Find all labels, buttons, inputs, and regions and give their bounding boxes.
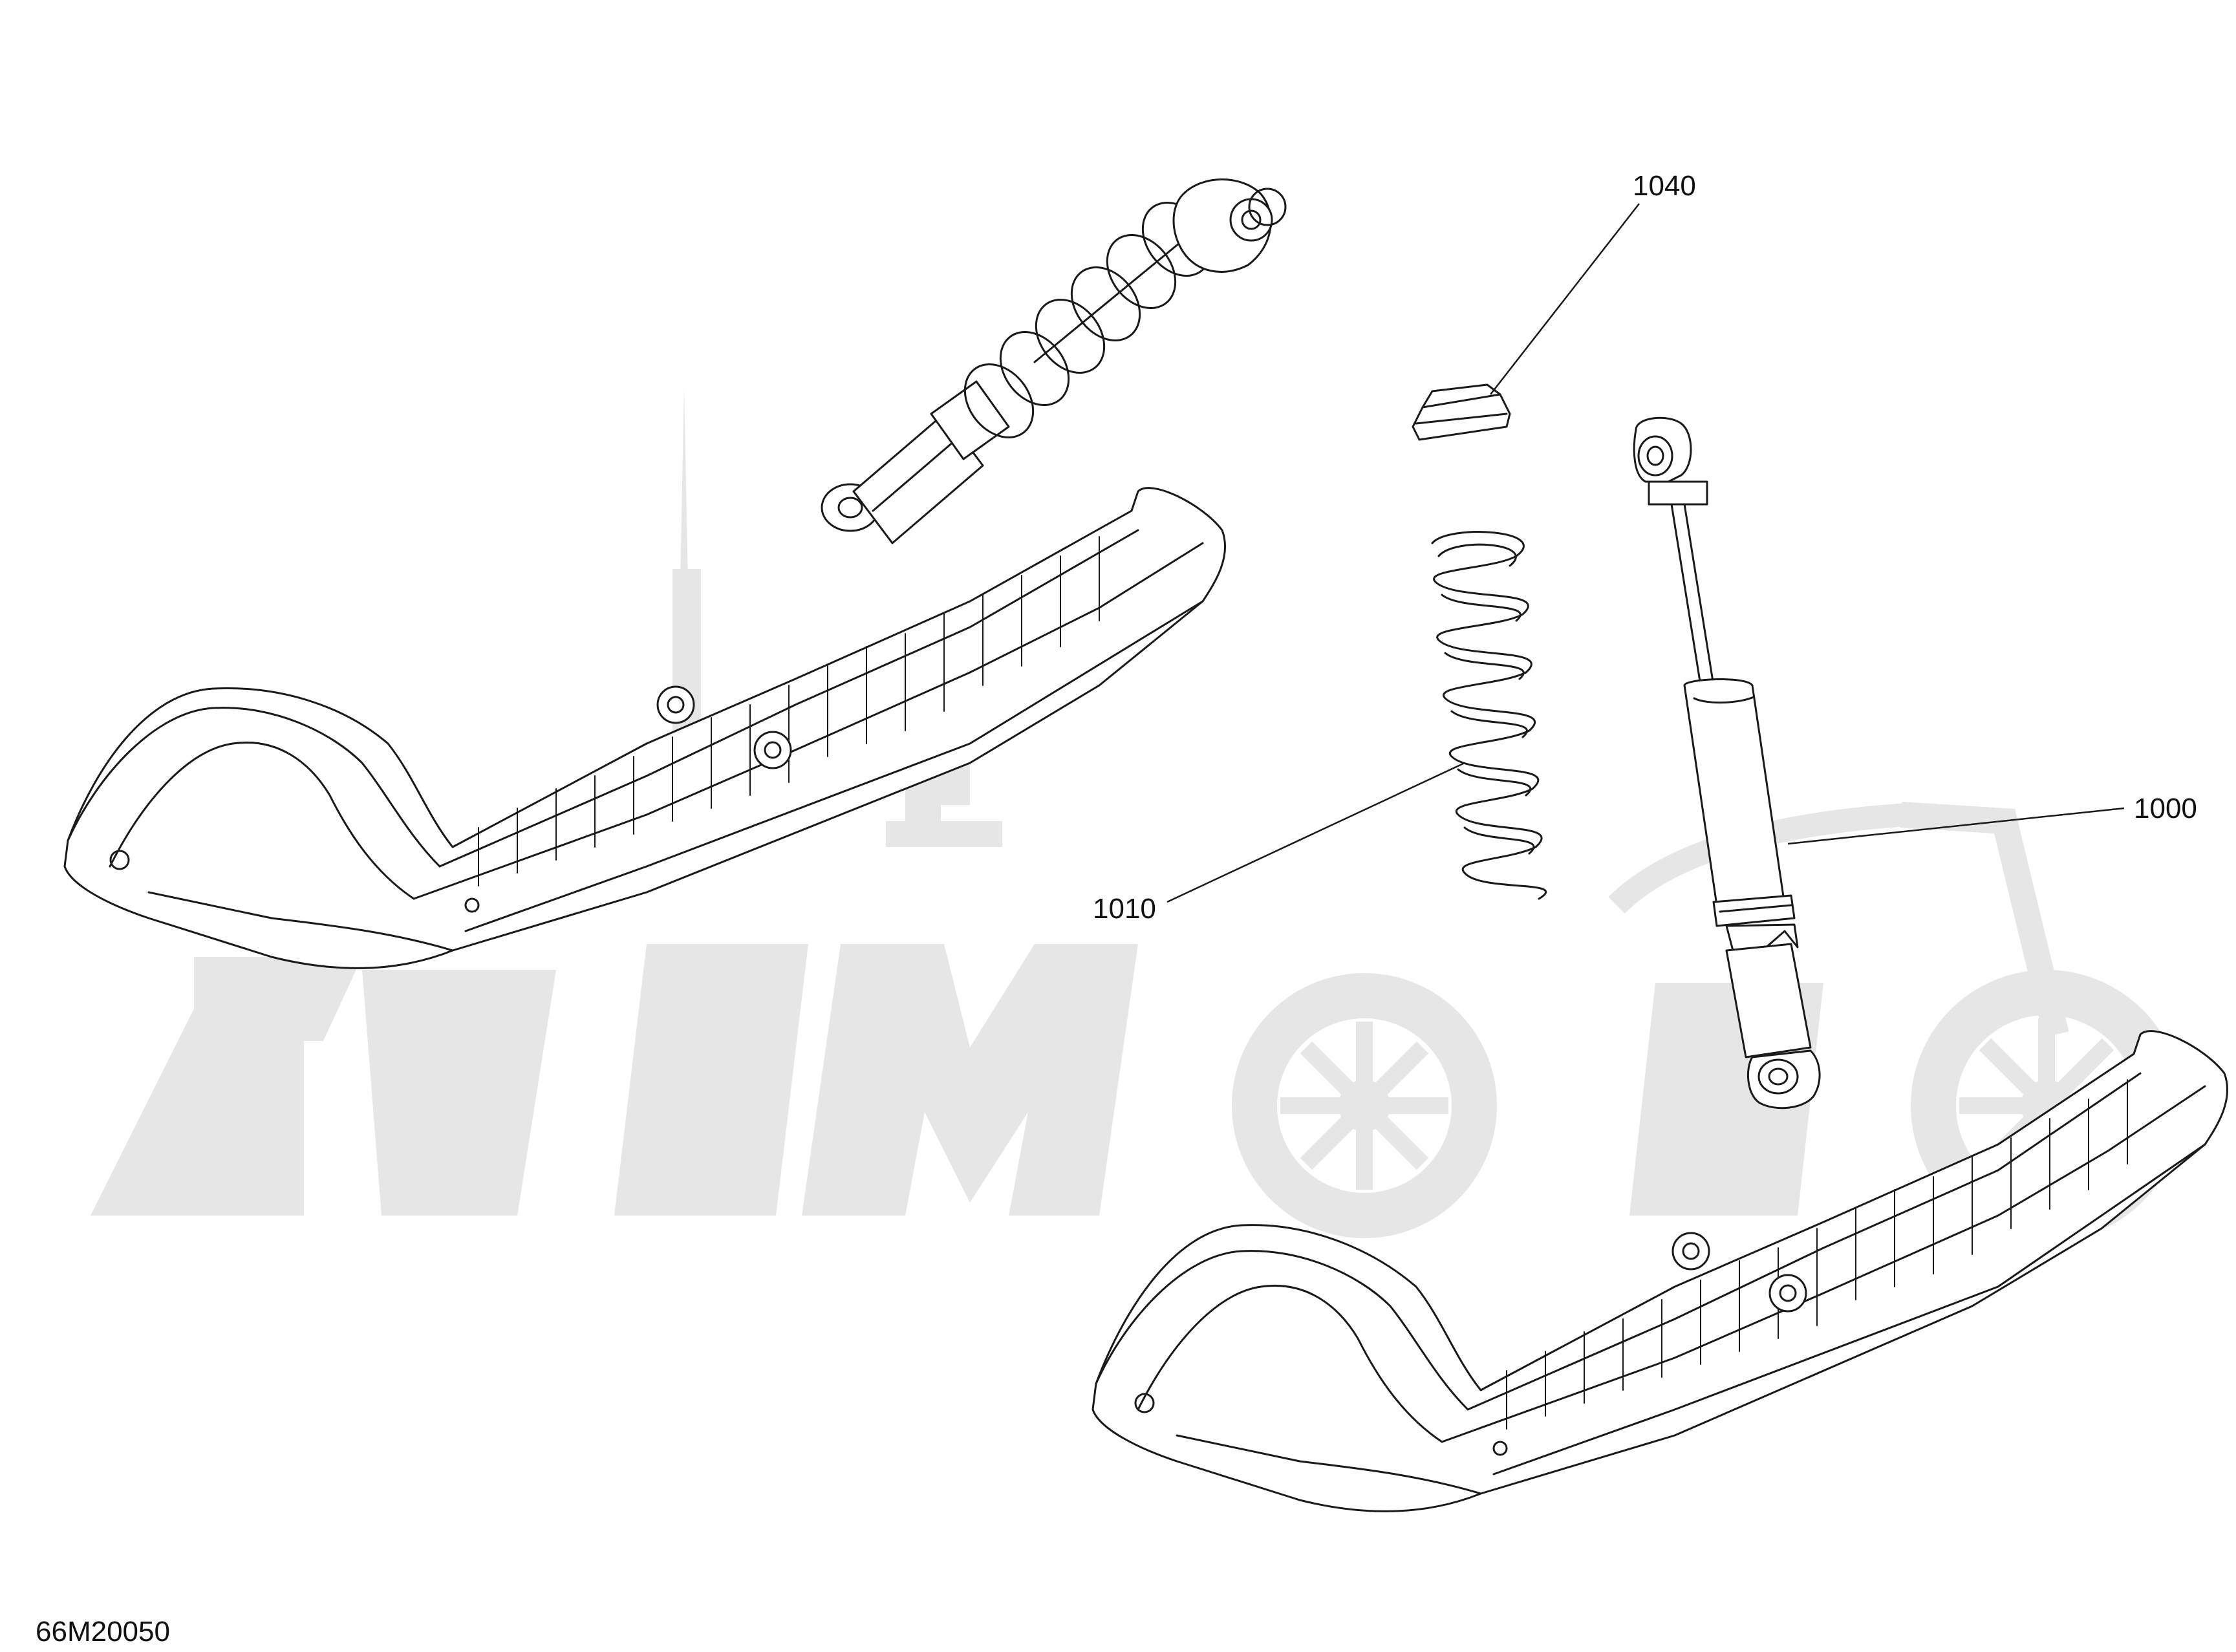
coil-spring (1431, 531, 1547, 900)
callout-1000: 1000 (2134, 793, 2197, 824)
left-ski (63, 487, 1226, 969)
leader-1000 (1787, 807, 2125, 845)
shock-assembly-diagonal (821, 178, 1287, 544)
leader-1040 (1490, 203, 1640, 395)
figure-code: 66M20050 (36, 1616, 170, 1647)
watermark-lettering (91, 944, 1823, 1216)
right-ski (1091, 1030, 2228, 1512)
callout-1040: 1040 (1633, 170, 1696, 202)
spring-stopper (1412, 383, 1511, 441)
shock-absorber (1633, 416, 1821, 1110)
callouts: 1040 1000 1010 (1093, 170, 2197, 925)
leader-1010 (1166, 762, 1465, 903)
leader-lines (1166, 203, 2125, 903)
callout-1010: 1010 (1093, 893, 1156, 925)
